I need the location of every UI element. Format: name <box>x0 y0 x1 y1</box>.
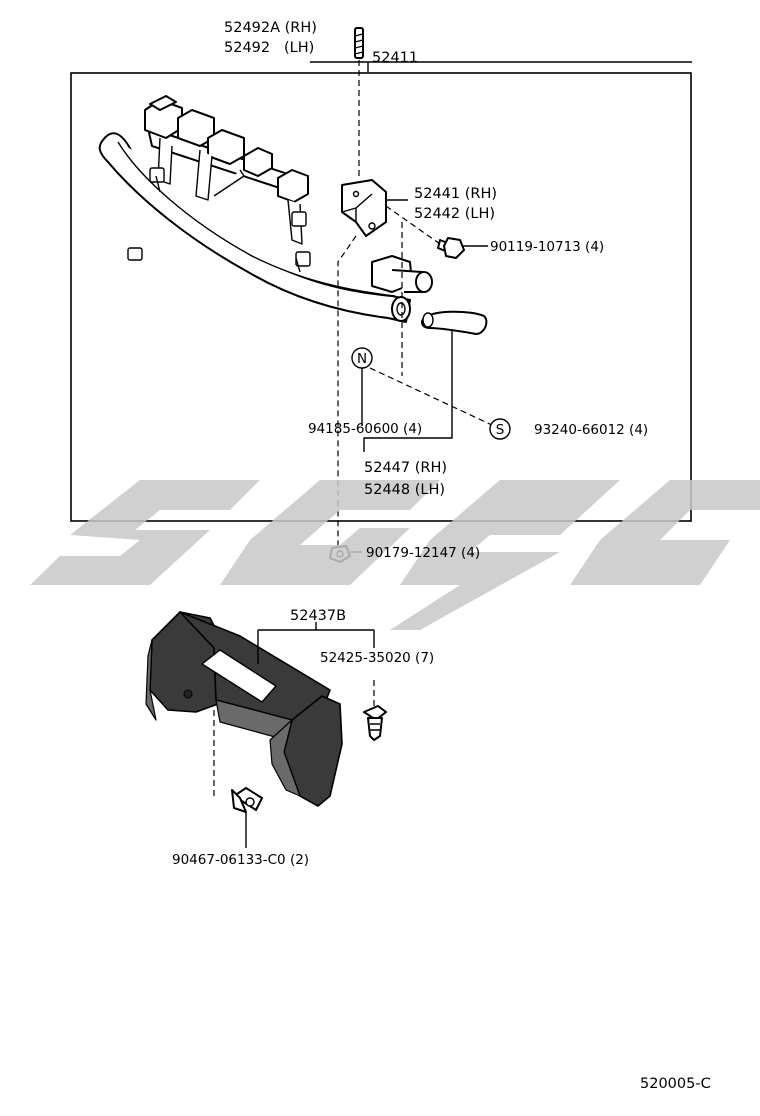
callout-s-text: S <box>496 422 505 438</box>
label-bar-lh: 52448 (LH) <box>364 482 445 498</box>
watermark <box>30 480 760 630</box>
figure-code: 520005-C <box>640 1076 711 1092</box>
label-bracket-rh: 52441 (RH) <box>414 186 497 202</box>
callout-s: S <box>489 418 511 440</box>
bracket-52441 <box>341 179 387 237</box>
bolt-90119-icon <box>437 237 465 259</box>
label-bolt-90119: 90119-10713 (4) <box>490 239 604 255</box>
label-screw-93240: 93240-66012 (4) <box>534 422 648 438</box>
callout-n: N <box>351 347 373 369</box>
label-frame: 52411 <box>372 50 418 66</box>
label-cover: 52437B <box>290 608 346 624</box>
screw-90467-icon <box>231 787 263 813</box>
label-bolt-rh: 52492A (RH) <box>224 20 317 36</box>
label-bar-rh: 52447 (RH) <box>364 460 447 476</box>
label-screw-90467: 90467-06133-C0 (2) <box>172 852 309 868</box>
front-cover-52437b: PRADO <box>145 611 343 807</box>
frame-bar-52411 <box>98 95 411 323</box>
label-nut-94185: 94185-60600 (4) <box>308 421 422 437</box>
callout-n-text: N <box>357 351 367 367</box>
label-bolt-lh: 52492 (LH) <box>224 40 314 56</box>
label-bolt-90179: 90179-12147 (4) <box>366 545 480 561</box>
bolt-52492 <box>354 27 364 59</box>
label-bracket-lh: 52442 (LH) <box>414 206 495 222</box>
assembly-frame-box <box>70 72 692 522</box>
clip-52425-icon <box>363 705 387 741</box>
label-clip: 52425-35020 (7) <box>320 650 434 666</box>
